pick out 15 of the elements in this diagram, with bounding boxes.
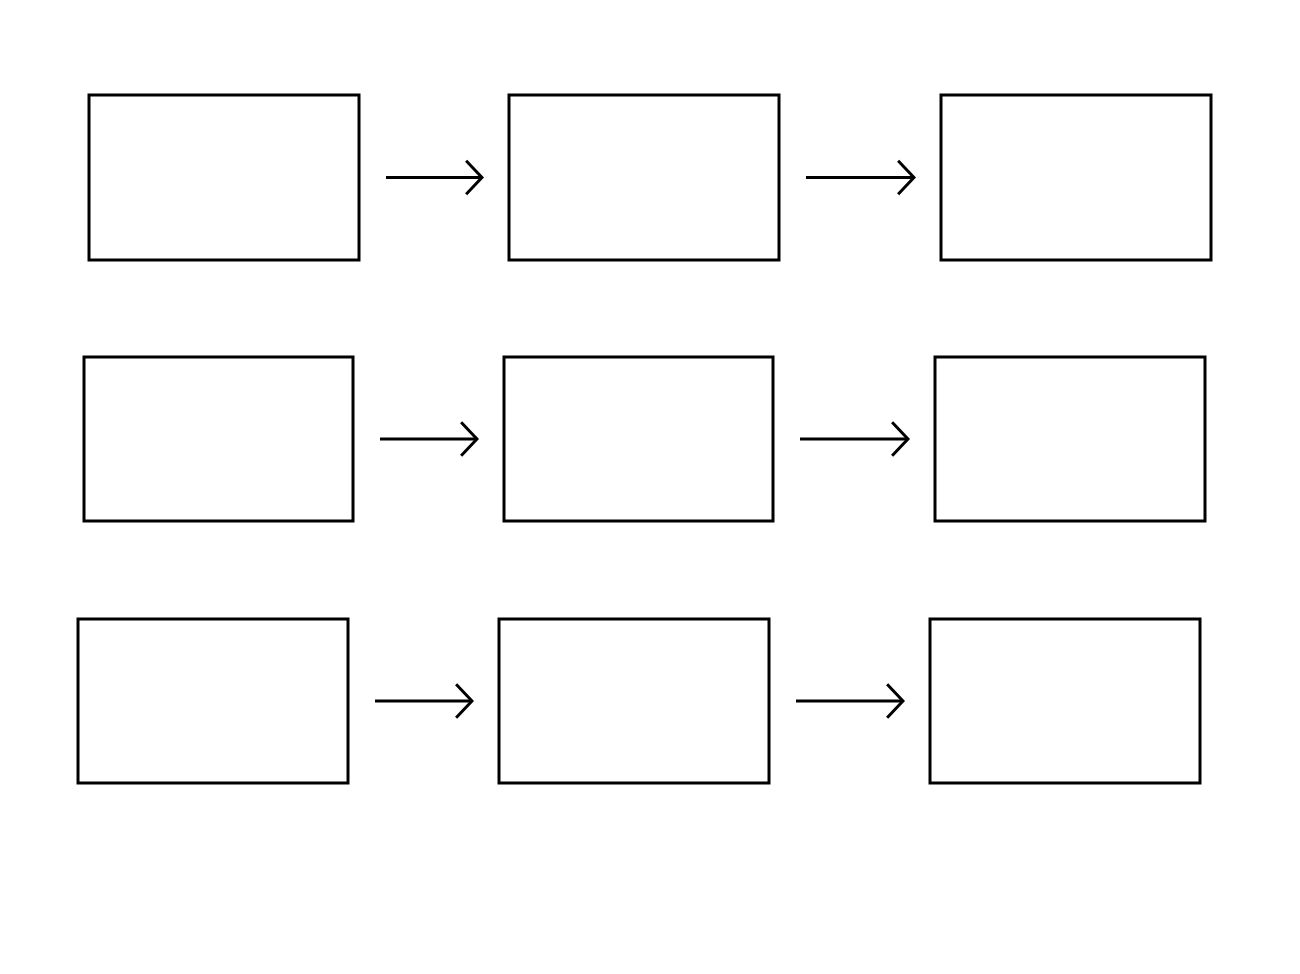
- arrow: [380, 421, 479, 457]
- flow-box: [933, 355, 1207, 523]
- flow-box: [82, 355, 355, 523]
- flow-box: [497, 617, 771, 785]
- arrow: [375, 683, 474, 719]
- flow-box: [87, 93, 361, 262]
- flow-box: [928, 617, 1202, 785]
- flow-box: [76, 617, 350, 785]
- arrow: [800, 421, 910, 457]
- flow-box: [507, 93, 781, 262]
- arrow: [806, 159, 916, 196]
- flow-box: [939, 93, 1213, 262]
- arrow: [796, 683, 905, 719]
- arrow: [386, 159, 484, 196]
- flow-box: [502, 355, 775, 523]
